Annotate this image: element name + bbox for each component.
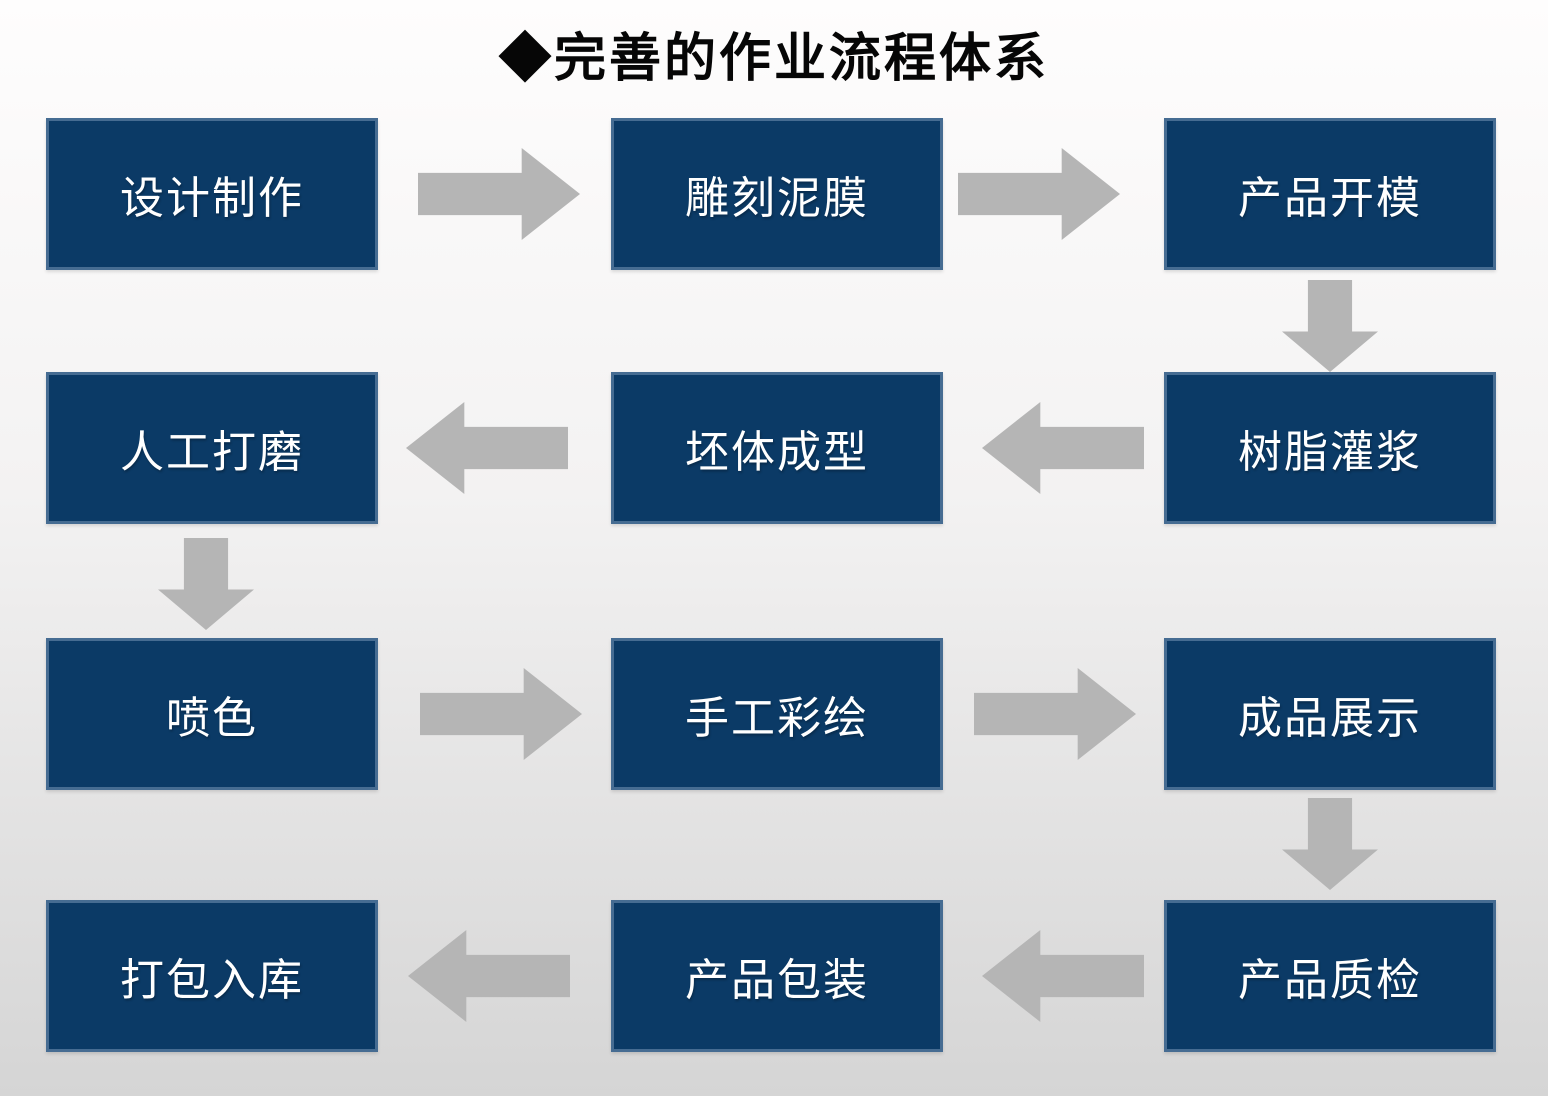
flow-step-product-packaging: 产品包装 — [611, 900, 943, 1052]
flow-step-manual-polishing: 人工打磨 — [46, 372, 378, 524]
flow-step-resin-grouting: 树脂灌浆 — [1164, 372, 1496, 524]
arrow-left-icon — [982, 402, 1144, 494]
flow-step-product-mold-opening: 产品开模 — [1164, 118, 1496, 270]
arrow-right-icon — [974, 668, 1136, 760]
flow-step-label: 打包入库 — [120, 956, 304, 1005]
flow-step-label: 手工彩绘 — [685, 694, 869, 743]
flow-step-finished-display: 成品展示 — [1164, 638, 1496, 790]
arrow-left-icon — [406, 402, 568, 494]
flow-step-spray-coloring: 喷色 — [46, 638, 378, 790]
arrow-right-icon — [958, 148, 1120, 240]
flow-step-packing-warehousing: 打包入库 — [46, 900, 378, 1052]
flow-step-label: 产品包装 — [685, 956, 869, 1005]
flow-step-label: 产品开模 — [1238, 174, 1422, 223]
flow-step-label: 坯体成型 — [685, 428, 869, 477]
arrow-left-icon — [408, 930, 570, 1022]
arrow-right-icon — [420, 668, 582, 760]
flow-step-body-forming: 坯体成型 — [611, 372, 943, 524]
flow-step-label: 树脂灌浆 — [1238, 428, 1422, 477]
arrow-left-icon — [982, 930, 1144, 1022]
flow-step-design-production: 设计制作 — [46, 118, 378, 270]
arrow-right-icon — [418, 148, 580, 240]
flow-step-label: 喷色 — [166, 694, 258, 743]
flow-step-label: 设计制作 — [120, 174, 304, 223]
flow-step-clay-mold-carving: 雕刻泥膜 — [611, 118, 943, 270]
arrow-down-icon — [158, 538, 254, 630]
arrow-down-icon — [1282, 798, 1378, 890]
page-title: ◆完善的作业流程体系 — [498, 31, 1049, 88]
flow-step-hand-painting: 手工彩绘 — [611, 638, 943, 790]
flow-step-label: 雕刻泥膜 — [685, 174, 869, 223]
flow-step-label: 人工打磨 — [120, 428, 304, 477]
flow-step-label: 产品质检 — [1238, 956, 1422, 1005]
flow-step-label: 成品展示 — [1238, 694, 1422, 743]
flow-step-quality-inspection: 产品质检 — [1164, 900, 1496, 1052]
arrow-down-icon — [1282, 280, 1378, 372]
